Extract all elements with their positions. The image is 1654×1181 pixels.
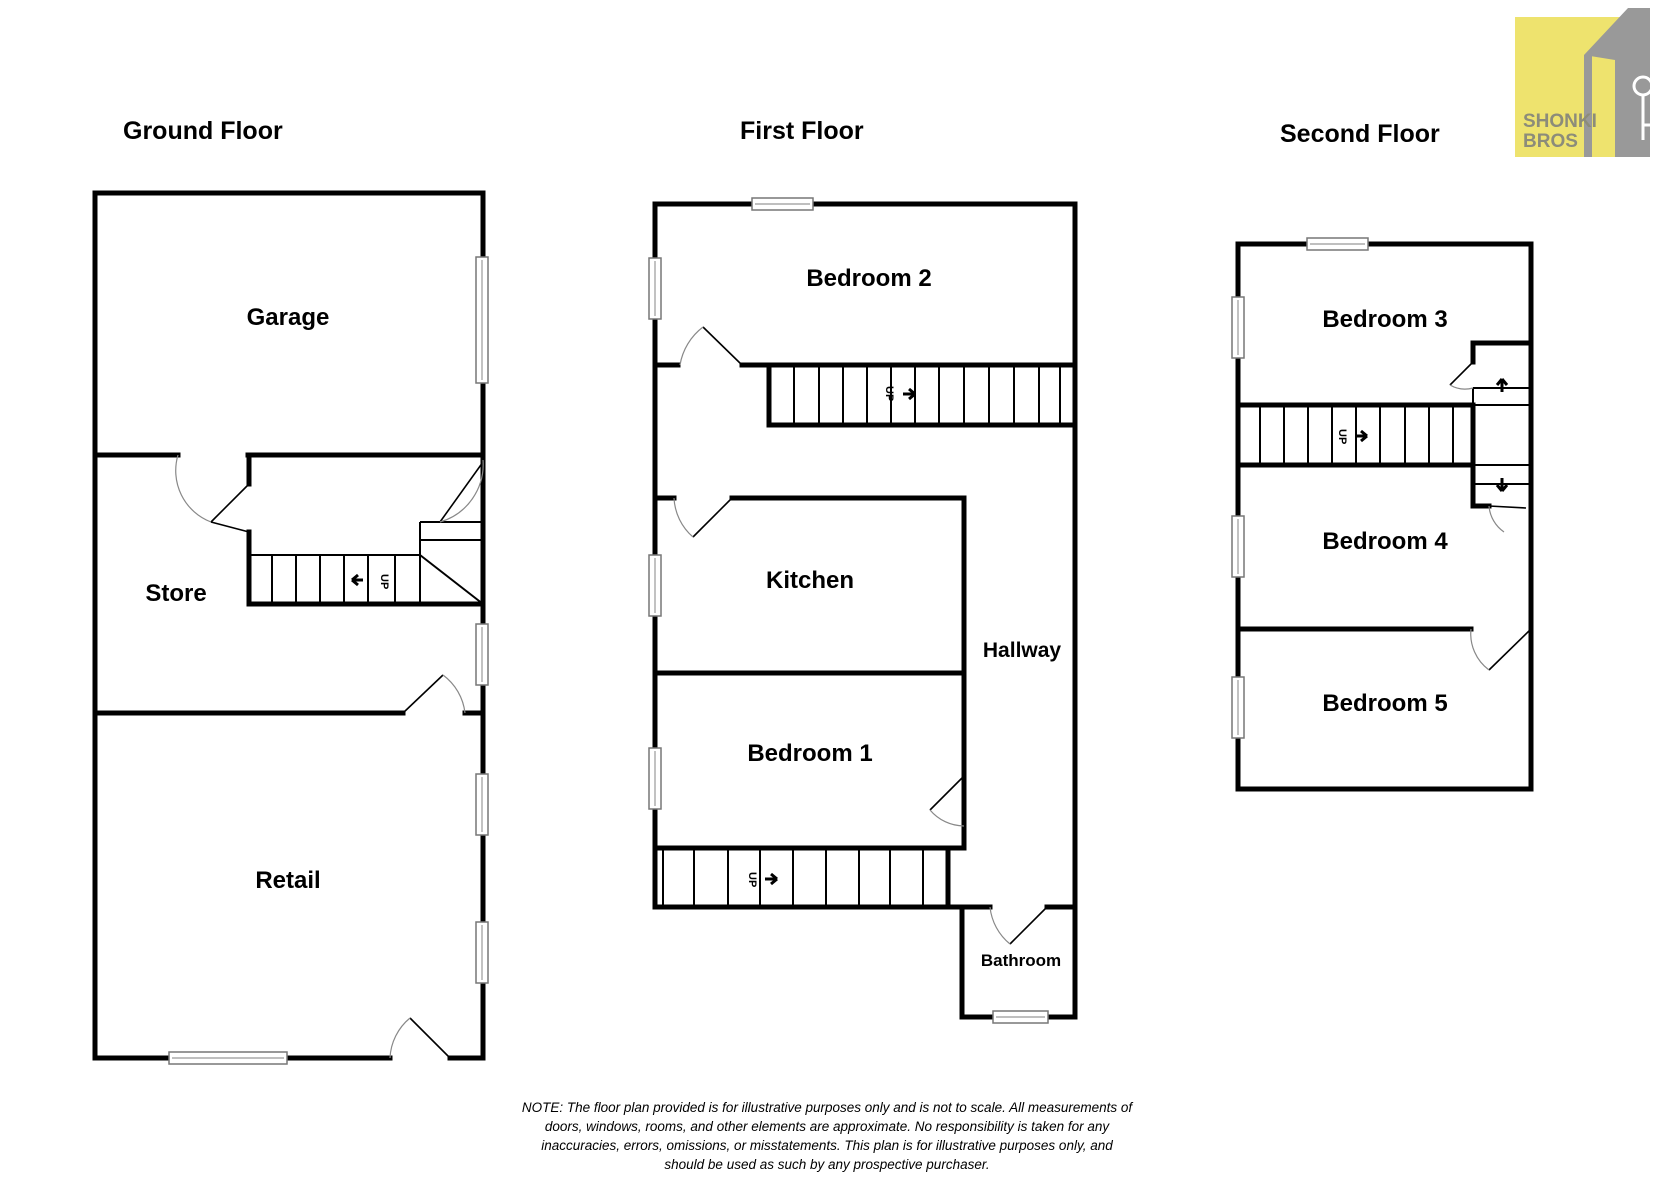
stairs-up-label: UP [746,872,758,887]
first-windows [648,197,1049,1024]
bathroom-door [1009,906,1048,945]
ground-floor-plan: UP Garage Store R [92,190,489,1065]
bedroom4-label: Bedroom 4 [1322,528,1448,555]
ground-stairs: UP [249,518,484,605]
garage-label: Garage [247,304,330,331]
first-stairs-upper: UP [793,365,1061,425]
stairs-up-label: UP [1336,429,1348,444]
bedroom5-door [1488,628,1532,671]
stairs-arrow-icon [765,872,778,886]
retail-entrance-door [409,1017,451,1059]
arrow-down-icon [1495,478,1509,492]
first-doors [673,326,1048,945]
ground-windows [168,256,489,1065]
stairs-arrow-icon [351,573,363,587]
kitchen-door [692,497,733,538]
bathroom-label: Bathroom [981,951,1061,970]
logo-text-line1: SHONKI [1523,111,1597,132]
first-floor-plan: UP UP [648,197,1078,1024]
logo-text-line2: BROS [1523,131,1578,152]
bedroom1-door [929,775,965,811]
stairs-up-label: UP [378,574,390,589]
stairs-arrow-icon [903,387,916,401]
garage-door [439,461,484,523]
bedroom5-label: Bedroom 5 [1322,690,1447,717]
retail-inner-door [402,674,444,714]
second-doors [1449,361,1532,671]
second-windows [1231,237,1369,739]
first-stairs-lower: UP [662,848,949,907]
store-label: Store [145,580,206,607]
arrow-up-icon [1495,378,1509,392]
stairs-up-label: UP [883,386,895,401]
store-door [210,483,250,523]
retail-label: Retail [255,867,320,894]
second-floor-title: Second Floor [1280,120,1440,148]
company-logo: SHONKI BROS [1515,8,1654,157]
bedroom3-door [1449,361,1474,386]
disclaimer-note: NOTE: The floor plan provided is for ill… [521,1100,1133,1172]
bedroom4-door [1488,505,1527,509]
hallway-label: Hallway [983,639,1062,662]
second-stairs: UP [1259,378,1531,492]
ground-floor-title: Ground Floor [123,117,283,145]
bedroom3-label: Bedroom 3 [1322,306,1447,333]
kitchen-label: Kitchen [766,567,854,594]
first-floor-title: First Floor [740,117,864,145]
bedroom2-label: Bedroom 2 [806,265,931,292]
stairs-arrow-icon [1355,429,1368,443]
second-floor-plan: UP Bedroom 3 Bedroom 4 Bedroom 5 [1231,237,1534,792]
bedroom2-door [702,326,743,366]
ground-doors [175,454,484,1059]
bedroom1-label: Bedroom 1 [747,740,872,767]
